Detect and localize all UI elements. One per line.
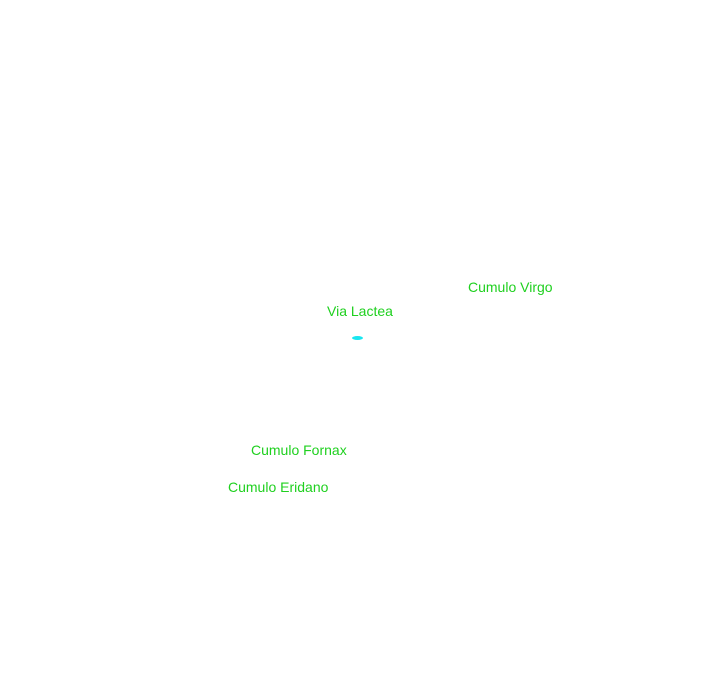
label-cumulo-virgo: Cumulo Virgo xyxy=(468,279,553,295)
label-cumulo-eridano: Cumulo Eridano xyxy=(228,479,329,495)
label-via-lactea: Via Lactea xyxy=(327,303,393,319)
label-cumulo-fornax: Cumulo Fornax xyxy=(251,442,347,458)
galaxy-marker-icon xyxy=(352,336,363,340)
